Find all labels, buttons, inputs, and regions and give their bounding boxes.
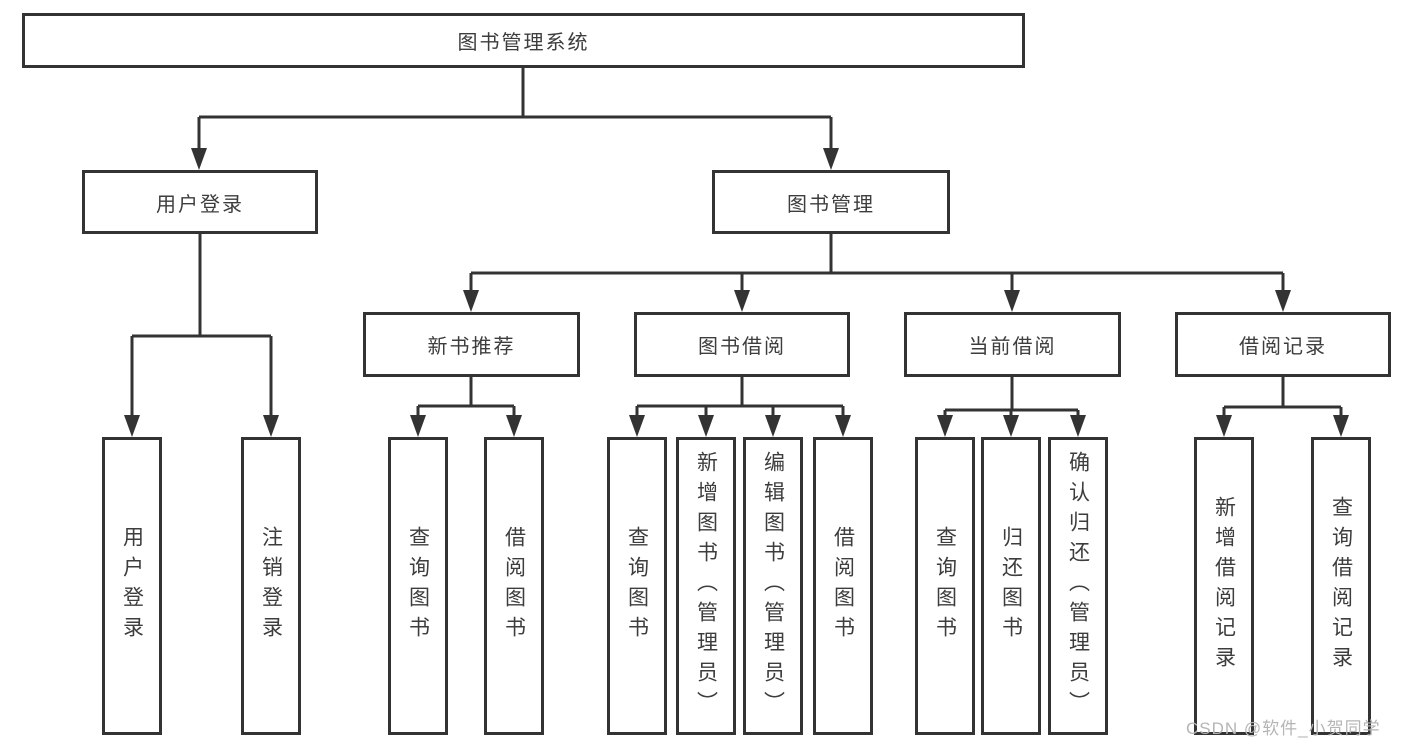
leaf-logout: 注销登录 <box>241 437 301 735</box>
node-user-login-label: 用户登录 <box>156 193 244 216</box>
node-current-borrow-label: 当前借阅 <box>968 336 1057 358</box>
leaf-confirm-return-admin-label: 确认归还（管理员） <box>1066 451 1090 721</box>
leaf-borrow-book: 借阅图书 <box>813 437 873 735</box>
leaf-query-book-recommend: 查询图书 <box>388 437 448 735</box>
leaf-return-book-label: 归还图书 <box>999 526 1023 646</box>
node-root-label: 图书管理系统 <box>457 32 590 54</box>
leaf-borrow-book-recommend: 借阅图书 <box>484 437 544 735</box>
leaf-user-login-label: 用户登录 <box>120 526 144 646</box>
node-book-borrow: 图书借阅 <box>634 312 850 377</box>
leaf-query-book-current: 查询图书 <box>915 437 975 735</box>
leaf-return-book: 归还图书 <box>981 437 1041 735</box>
node-borrow-records: 借阅记录 <box>1175 312 1391 377</box>
leaf-query-book-recommend-label: 查询图书 <box>406 526 430 646</box>
node-new-book-recommend: 新书推荐 <box>363 312 580 377</box>
leaf-user-login: 用户登录 <box>102 437 162 735</box>
leaf-add-borrow-record-label: 新增借阅记录 <box>1212 496 1236 676</box>
node-root: 图书管理系统 <box>22 13 1025 68</box>
leaf-borrow-book-recommend-label: 借阅图书 <box>502 526 526 646</box>
leaf-borrow-book-label: 借阅图书 <box>831 526 855 646</box>
leaf-logout-label: 注销登录 <box>259 526 283 646</box>
leaf-add-book-admin: 新增图书（管理员） <box>676 437 736 735</box>
csdn-watermark: CSDN @软件_小贺同学 <box>1186 719 1381 738</box>
leaf-add-borrow-record: 新增借阅记录 <box>1194 437 1254 735</box>
leaf-edit-book-admin: 编辑图书（管理员） <box>743 437 803 735</box>
node-user-login: 用户登录 <box>82 170 318 234</box>
leaf-confirm-return-admin: 确认归还（管理员） <box>1048 437 1108 735</box>
leaf-query-book-borrow-label: 查询图书 <box>625 526 649 646</box>
node-book-borrow-label: 图书借阅 <box>698 336 786 358</box>
leaf-edit-book-admin-label: 编辑图书（管理员） <box>761 451 785 721</box>
node-new-book-recommend-label: 新书推荐 <box>427 336 516 358</box>
leaf-query-book-current-label: 查询图书 <box>933 526 957 646</box>
leaf-add-book-admin-label: 新增图书（管理员） <box>694 451 718 721</box>
node-book-management-label: 图书管理 <box>787 193 875 216</box>
leaf-query-book-borrow: 查询图书 <box>607 437 667 735</box>
node-current-borrow: 当前借阅 <box>904 312 1121 377</box>
node-borrow-records-label: 借阅记录 <box>1239 336 1327 358</box>
node-book-management: 图书管理 <box>712 170 950 234</box>
leaf-query-borrow-record: 查询借阅记录 <box>1311 437 1371 735</box>
leaf-query-borrow-record-label: 查询借阅记录 <box>1329 496 1353 676</box>
